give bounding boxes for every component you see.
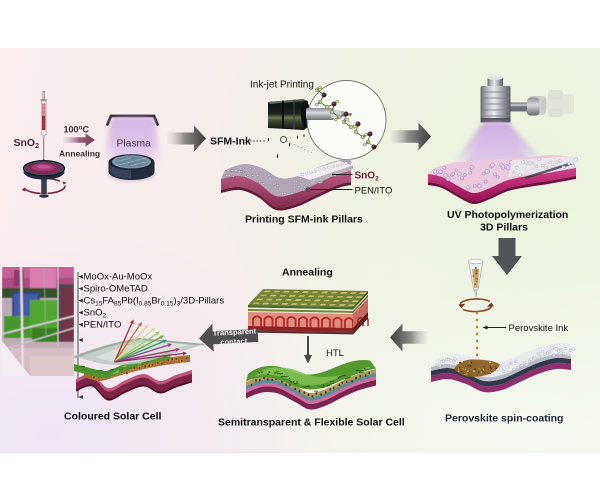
svg-text:Semitransparent & Flexible Sol: Semitransparent & Flexible Solar Cell bbox=[218, 417, 405, 429]
svg-text:HTL: HTL bbox=[326, 348, 344, 359]
svg-text:Printing SFM-ink Pillars: Printing SFM-ink Pillars bbox=[245, 214, 363, 226]
svg-text:Perovskite Ink: Perovskite Ink bbox=[509, 323, 569, 334]
svg-text:MoOx-Au-MoOx: MoOx-Au-MoOx bbox=[84, 272, 153, 283]
svg-text:SFM-Ink: SFM-Ink bbox=[210, 136, 251, 148]
svg-text:SnO2: SnO2 bbox=[355, 171, 380, 183]
svg-text:3D Pillars: 3D Pillars bbox=[480, 222, 528, 234]
svg-text:contact: contact bbox=[220, 336, 248, 346]
svg-text:100oC: 100oC bbox=[64, 125, 90, 135]
svg-text:Perovskite spin-coating: Perovskite spin-coating bbox=[445, 413, 563, 425]
svg-text:SnO2: SnO2 bbox=[14, 137, 40, 150]
svg-text:UV Photopolymerization: UV Photopolymerization bbox=[447, 209, 568, 221]
svg-text:Ink-jet Printing: Ink-jet Printing bbox=[250, 80, 314, 91]
svg-text:Plasma: Plasma bbox=[117, 139, 152, 150]
svg-text:PEN/ITO: PEN/ITO bbox=[355, 186, 393, 197]
svg-text:Transparent: Transparent bbox=[213, 326, 257, 337]
svg-text:Coloured Solar Cell: Coloured Solar Cell bbox=[64, 411, 162, 423]
svg-text:Cs15FA85Pb(I0.85Br0.15)3/3D-Pi: Cs15FA85Pb(I0.85Br0.15)3/3D-Pillars bbox=[84, 296, 225, 308]
svg-text:Annealing: Annealing bbox=[282, 267, 333, 279]
svg-text:Annealing: Annealing bbox=[59, 149, 100, 159]
svg-text:Spiro-OMeTAD: Spiro-OMeTAD bbox=[84, 284, 148, 295]
svg-text:SnO2: SnO2 bbox=[84, 308, 107, 320]
svg-text:PEN/ITO: PEN/ITO bbox=[84, 320, 122, 331]
